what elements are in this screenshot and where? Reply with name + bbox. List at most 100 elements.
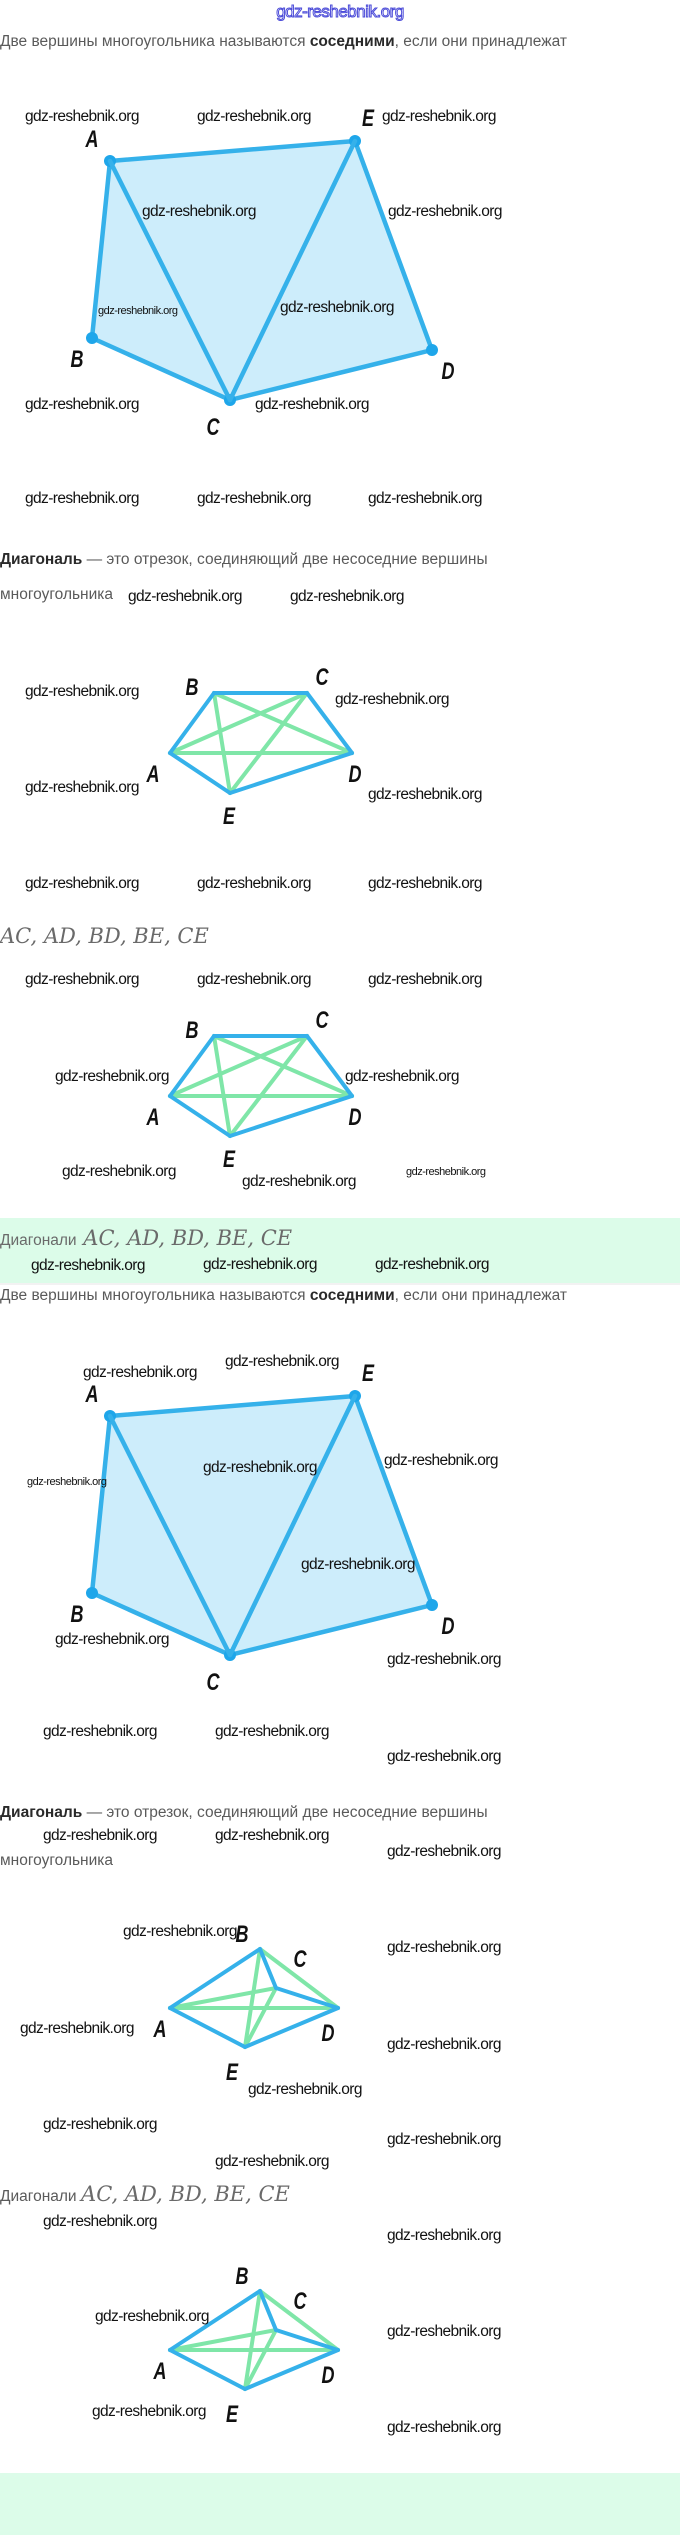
watermark: gdz-reshebnik.org (225, 1353, 339, 1370)
watermark: gdz-reshebnik.org (387, 2131, 501, 2148)
watermark: gdz-reshebnik.org (197, 875, 311, 892)
watermark: gdz-reshebnik.org (25, 396, 139, 413)
vertex-label-B: B (235, 2263, 249, 2290)
watermark: gdz-reshebnik.org (368, 971, 482, 988)
bold-term: соседними (309, 1287, 395, 1304)
diagonal-CE (243, 2328, 278, 2391)
diagonal-BD (258, 1947, 340, 2010)
watermark: gdz-reshebnik.org (242, 1173, 356, 1190)
watermark: gdz-reshebnik.org (387, 1748, 501, 1765)
vertex-label-A: A (153, 2358, 167, 2385)
edge-BC (89, 335, 233, 403)
watermark: gdz-reshebnik.org (92, 2403, 206, 2420)
vertex-label-E: E (361, 105, 375, 132)
answer-partial: Диагонали AC, AD, BD, BE, CE (0, 1226, 292, 1250)
vertex-label-E: E (222, 1146, 236, 1173)
vertex-label-A: A (85, 1381, 99, 1408)
watermark: gdz-reshebnik.org (248, 2081, 362, 2098)
text: Две вершины многоугольника называются (0, 33, 310, 50)
watermark: gdz-reshebnik.org (387, 1843, 501, 1860)
edge-DE (228, 1094, 354, 1138)
diagonal-definition-2: Диагональ — это отрезок, соединяющий две… (0, 1804, 488, 1822)
edge-AB (168, 1947, 262, 2010)
vertex-label-C: C (315, 664, 329, 691)
text: — это отрезок, соединяющий две несоседни… (82, 1804, 488, 1821)
edge-DE (243, 2348, 340, 2391)
watermark: gdz-reshebnik.org (280, 299, 394, 316)
watermark: gdz-reshebnik.org (388, 203, 502, 220)
vertex-label-E: E (225, 2401, 239, 2428)
vertex-label-C: C (206, 1669, 220, 1696)
answer-box-2 (0, 2473, 680, 2535)
diagonal-definition-cont: многоугольника (0, 586, 114, 603)
watermark: gdz-reshebnik.org (142, 203, 256, 220)
text: , если они принадлежат (394, 33, 567, 50)
edge-CD (274, 2328, 340, 2352)
diagonal-definition-cont-2: многоугольника (0, 1852, 114, 1869)
text: Две вершины многоугольника называются (0, 1287, 310, 1304)
watermark: gdz-reshebnik.org (25, 779, 139, 796)
watermark: gdz-reshebnik.org (203, 1256, 317, 1273)
watermark: gdz-reshebnik.org (368, 786, 482, 803)
vertex-label-A: A (85, 126, 99, 153)
watermark: gdz-reshebnik.org (384, 1452, 498, 1469)
vertex-label-A: A (146, 1104, 160, 1131)
vertex-label-C: C (206, 414, 220, 441)
watermark: gdz-reshebnik.org (387, 2036, 501, 2053)
vertex-label-A: A (146, 761, 160, 788)
vertex-label-B: B (185, 674, 199, 701)
watermark: gdz-reshebnik.org (98, 305, 178, 317)
watermark: gdz-reshebnik.org (25, 108, 139, 125)
watermark: gdz-reshebnik.org (25, 971, 139, 988)
watermark: gdz-reshebnik.org (43, 1723, 157, 1740)
bold-term: соседними (309, 33, 395, 50)
watermark: gdz-reshebnik.org (95, 2308, 209, 2325)
watermark: gdz-reshebnik.org (43, 2116, 157, 2133)
watermark: gdz-reshebnik.org (368, 490, 482, 507)
vertex-label-C: C (315, 1007, 329, 1034)
diagonal-BD (258, 2289, 340, 2352)
watermark: gdz-reshebnik.org (128, 588, 242, 605)
answer-box (0, 1218, 680, 1283)
watermark: gdz-reshebnik.org (387, 2323, 501, 2340)
diagonal-AC (168, 1034, 309, 1098)
vertex-label-B: B (70, 346, 84, 373)
edge-EA (107, 1393, 358, 1419)
watermark: gdz-reshebnik.org (255, 396, 369, 413)
vertex-label-D: D (441, 358, 455, 385)
bold-term: Диагональ (0, 1804, 83, 1821)
watermark: gdz-reshebnik.org (215, 2153, 329, 2170)
watermark: gdz-reshebnik.org (215, 1723, 329, 1740)
vertex-label-E: E (225, 2059, 239, 2086)
edge-EA (168, 1094, 232, 1138)
diagonals-line: Диагонали AC, AD, BD, BE, CE (0, 2182, 290, 2206)
watermark: gdz-reshebnik.org (290, 588, 404, 605)
edge-DE (228, 751, 354, 795)
diagonal-BE (243, 2289, 262, 2391)
watermark: gdz-reshebnik.org (203, 1459, 317, 1476)
site-watermark: gdz-reshebnik.org (276, 2, 405, 22)
watermark: gdz-reshebnik.org (123, 1923, 237, 1940)
math: AC, AD, BD, BE, CE (83, 1226, 293, 1250)
edge-EA (168, 2348, 247, 2391)
watermark: gdz-reshebnik.org (43, 1827, 157, 1844)
watermark: gdz-reshebnik.org (197, 490, 311, 507)
edge-BC (258, 1947, 278, 1990)
watermark: gdz-reshebnik.org (387, 2419, 501, 2436)
vertex-label-D: D (321, 2020, 335, 2047)
edge-CD (305, 1034, 354, 1098)
watermark: gdz-reshebnik.org (27, 1476, 107, 1488)
watermark: gdz-reshebnik.org (368, 875, 482, 892)
diagonals-list: AC, AD, BD, BE, CE (0, 924, 209, 948)
watermark: gdz-reshebnik.org (335, 691, 449, 708)
vertex-label-D: D (348, 761, 362, 788)
watermark: gdz-reshebnik.org (345, 1068, 459, 1085)
watermark: gdz-reshebnik.org (25, 875, 139, 892)
watermark: gdz-reshebnik.org (31, 1257, 145, 1274)
watermark: gdz-reshebnik.org (25, 490, 139, 507)
edge-CD (305, 691, 354, 755)
watermark: gdz-reshebnik.org (387, 1939, 501, 1956)
watermark: gdz-reshebnik.org (215, 1827, 329, 1844)
diagonal-CE (228, 1034, 309, 1138)
